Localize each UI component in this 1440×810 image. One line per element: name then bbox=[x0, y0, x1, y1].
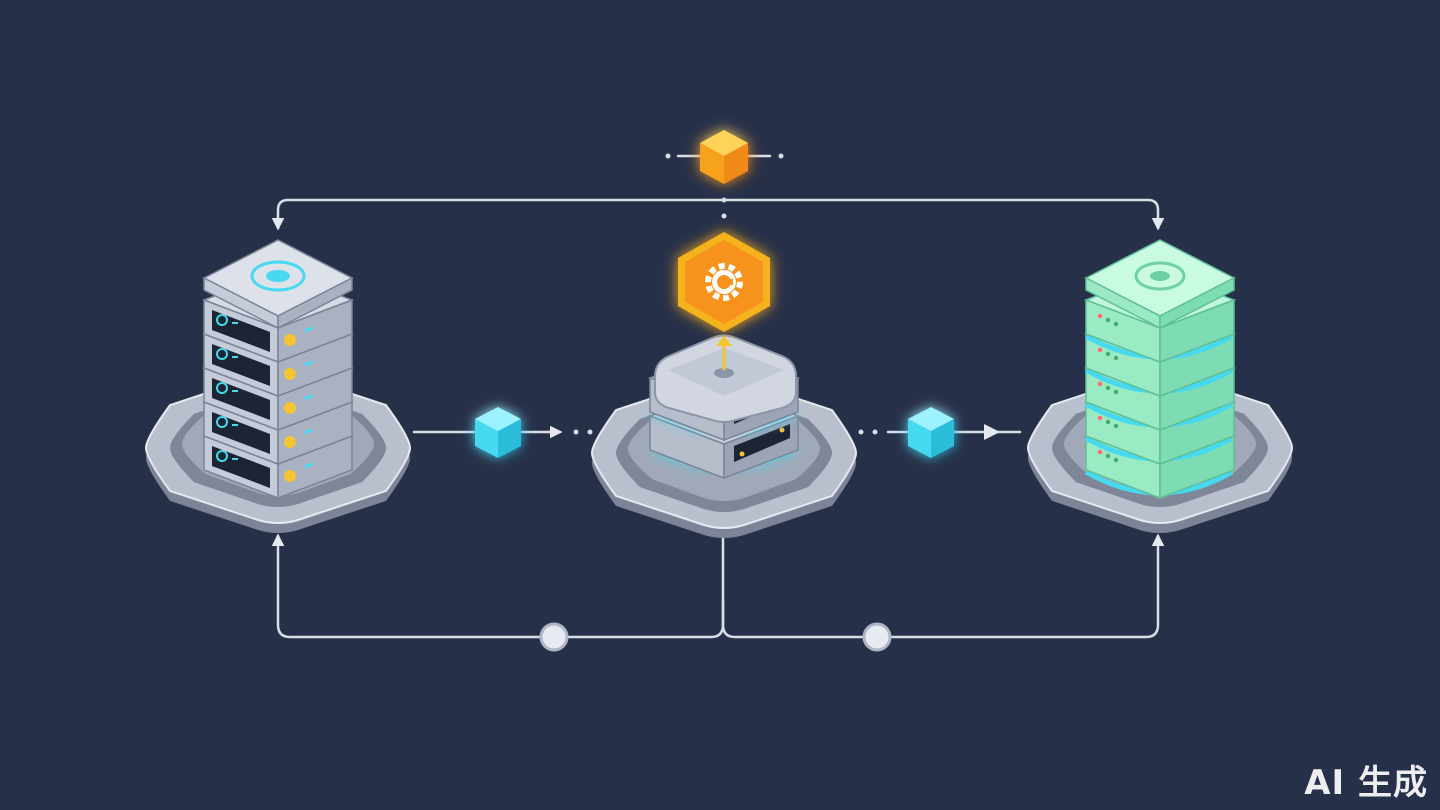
flow-cube-left-icon bbox=[475, 407, 521, 458]
bottom-loop-left bbox=[271, 533, 725, 639]
cloud-sync-icon bbox=[250, 260, 306, 292]
top-cube-icon bbox=[700, 130, 748, 184]
cloud-sync-icon bbox=[1134, 261, 1186, 291]
destination-server bbox=[1083, 239, 1237, 500]
flow-cube-right-icon bbox=[908, 407, 954, 458]
gear-icon bbox=[705, 263, 743, 301]
bottom-loop-right bbox=[721, 533, 1165, 639]
source-server bbox=[201, 239, 355, 500]
top-bus-line bbox=[271, 198, 1165, 231]
processing-server bbox=[647, 334, 801, 480]
dotted-lines bbox=[573, 153, 1000, 440]
connector-nodes bbox=[539, 622, 892, 652]
watermark: AI 生成 bbox=[1304, 763, 1428, 803]
